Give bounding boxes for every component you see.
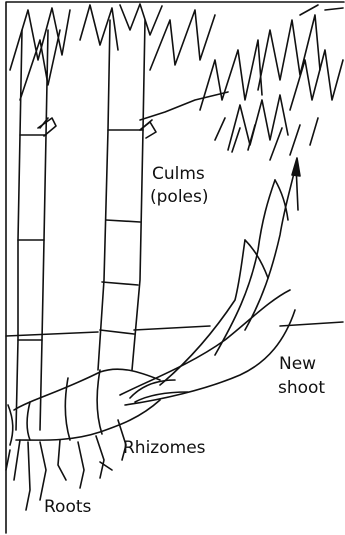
label-new: New — [279, 353, 316, 375]
rhizome — [8, 369, 160, 445]
label-rhizomes: Rhizomes — [123, 437, 206, 459]
label-culms: Culms — [152, 163, 205, 185]
label-shoot: shoot — [278, 377, 325, 399]
leaves-canopy — [10, 4, 343, 160]
label-roots: Roots — [44, 496, 91, 518]
ground-line — [6, 322, 343, 336]
new-shoot — [120, 158, 300, 405]
label-poles: (poles) — [150, 186, 209, 208]
right-culm — [98, 20, 156, 370]
left-culm — [16, 30, 56, 430]
